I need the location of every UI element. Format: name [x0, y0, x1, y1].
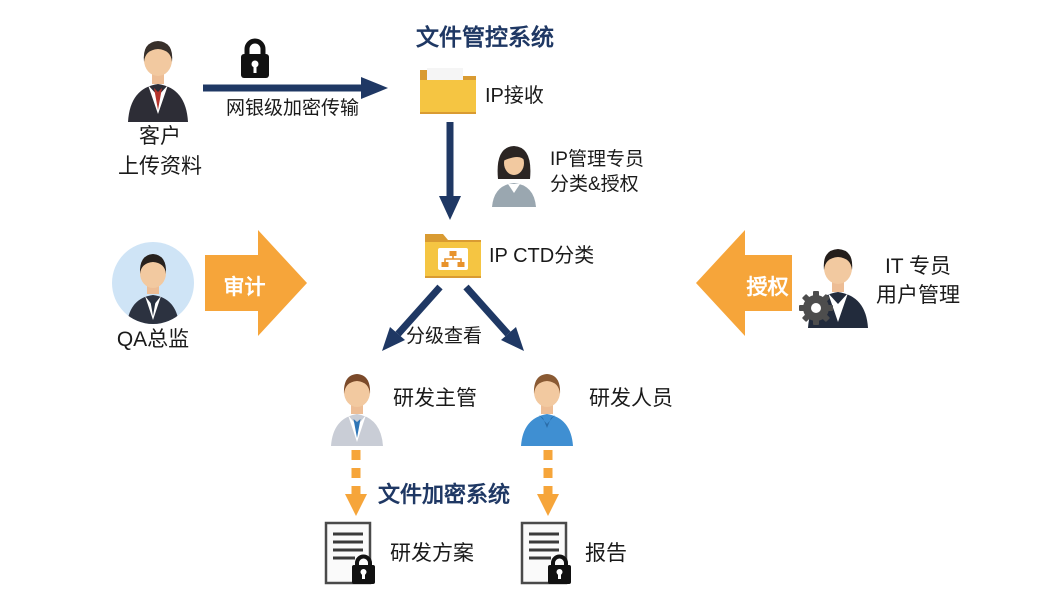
audit-block-arrow	[205, 230, 307, 336]
document-lock-icon	[548, 554, 571, 584]
authorize-block-arrow	[696, 230, 792, 336]
it-specialist-icon	[799, 249, 868, 328]
rd-staff-label: 研发人员	[589, 387, 673, 410]
audit-label: 审计	[223, 276, 266, 299]
lock-icon	[241, 38, 269, 78]
rd-supervisor-icon	[331, 374, 383, 446]
ip-manager-label-line1: IP管理专员	[550, 149, 644, 170]
report-document-icon	[520, 521, 571, 585]
ip-manager-label-line2: 分类&授权	[550, 174, 639, 195]
file-encryption-system-title: 文件加密系统	[378, 482, 511, 507]
qa-director-label: QA总监	[116, 328, 190, 351]
customer-label-line1: 客户	[139, 125, 181, 148]
it-specialist-label-line2: 用户管理	[876, 284, 960, 307]
ip-receive-folder-icon	[420, 68, 476, 114]
ip-ctd-label: IP CTD分类	[489, 245, 595, 267]
receive-to-ctd-arrow	[439, 122, 461, 220]
supervisor-to-plan-dotted-arrow	[345, 450, 367, 516]
encrypted-transfer-label: 网银级加密传输	[225, 98, 359, 119]
ctd-to-staff-arrow	[463, 284, 524, 351]
rd-plan-label: 研发方案	[390, 542, 474, 565]
staff-to-report-dotted-arrow	[537, 450, 559, 516]
tiered-view-label: 分级查看	[406, 326, 483, 347]
qa-director-avatar	[112, 242, 194, 324]
authorize-label: 授权	[746, 276, 789, 299]
ip-ctd-folder-icon	[425, 234, 481, 278]
rd-plan-document-icon	[324, 521, 375, 585]
rd-supervisor-label: 研发主管	[393, 387, 477, 410]
it-specialist-label-line1: IT 专员	[884, 255, 952, 278]
customer-icon	[128, 41, 188, 122]
customer-label: 客户 上传资料	[95, 122, 225, 182]
ip-manager-icon	[492, 146, 536, 207]
ctd-to-supervisor-arrow	[382, 284, 443, 351]
ip-receive-label: IP接收	[485, 85, 544, 107]
gear-icon	[799, 291, 833, 325]
ip-manager-label: IP管理专员 分类&授权	[550, 147, 644, 197]
report-label: 报告	[585, 542, 627, 565]
encrypted-transfer-arrow	[203, 77, 388, 99]
customer-label-line2: 上传资料	[118, 155, 202, 178]
rd-staff-icon	[521, 374, 573, 446]
org-chart-icon	[438, 248, 468, 270]
document-lock-icon	[352, 554, 375, 584]
doc-control-system-title: 文件管控系统	[416, 24, 554, 50]
it-specialist-label: IT 专员 用户管理	[866, 252, 970, 310]
